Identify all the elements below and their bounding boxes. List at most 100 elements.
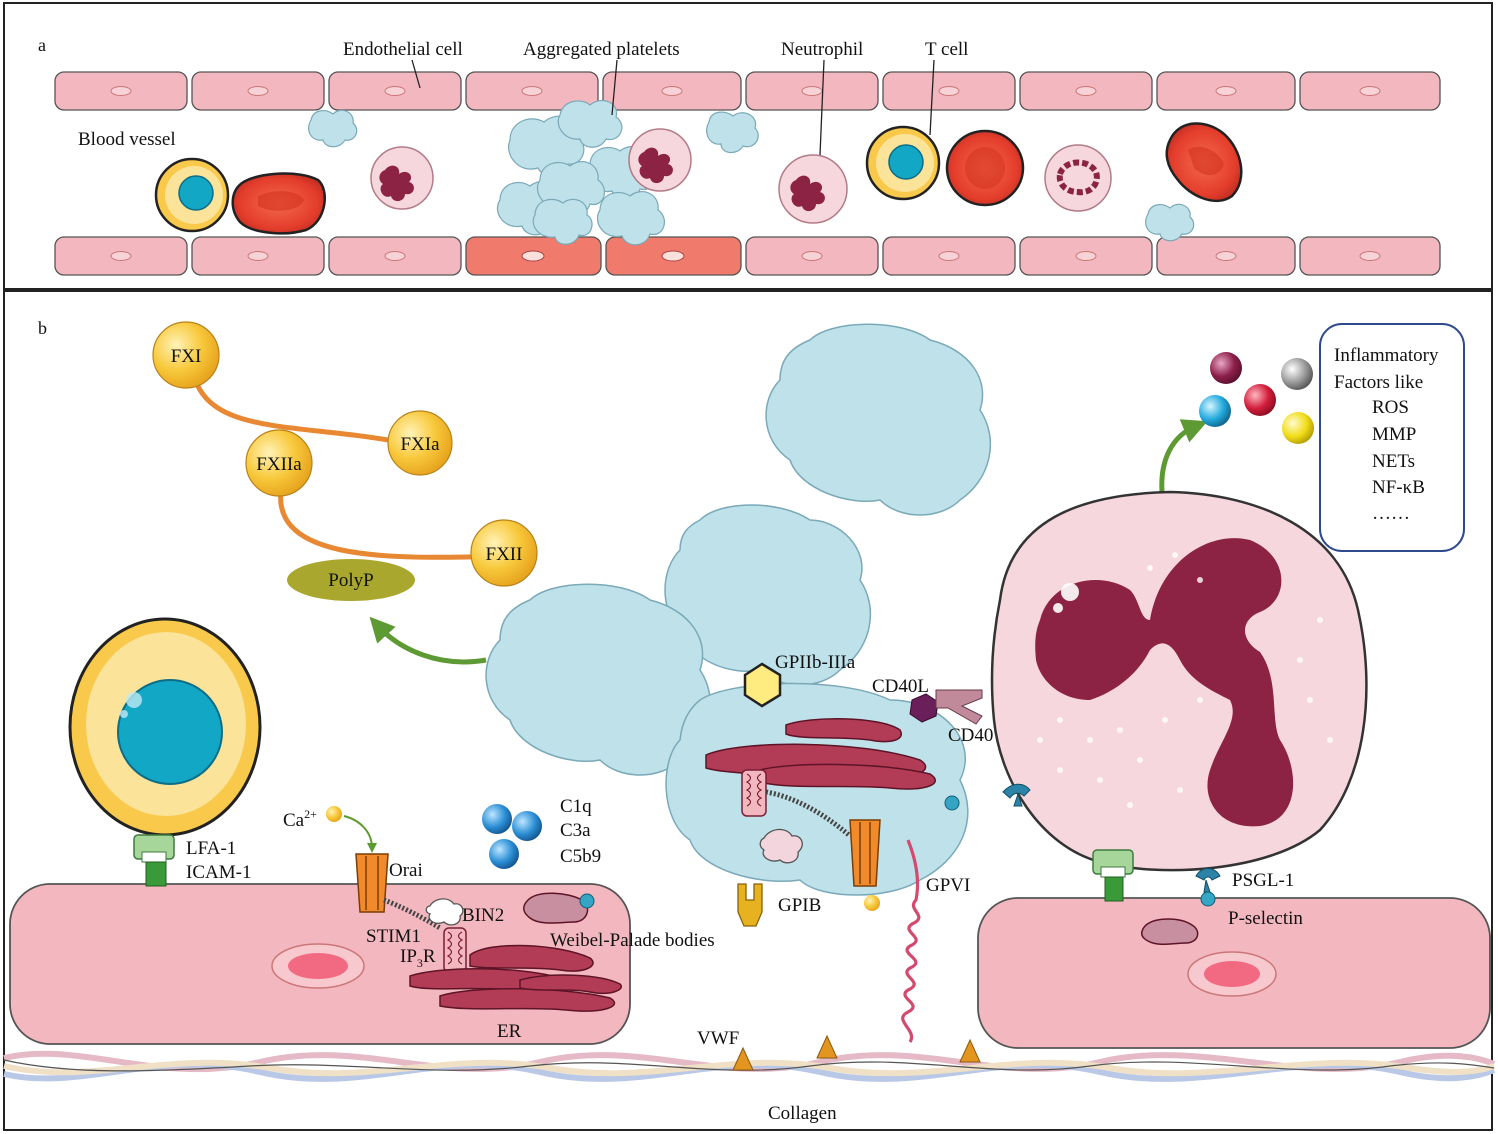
panel-a-tag: a [38, 35, 46, 55]
label-endothelial-cell: Endothelial cell [343, 39, 463, 60]
polyp-label: PolyP [328, 570, 373, 591]
fxiia-node: FXIIa [245, 429, 313, 497]
svg-text:FXII: FXII [486, 544, 523, 565]
inflammatory-molecules [1199, 352, 1314, 444]
calcium-ion-platelet [864, 895, 880, 911]
vwf-markers [732, 1034, 981, 1071]
endothelial-cell [465, 71, 599, 111]
weibel-palade-granule [579, 893, 595, 909]
endoplasmic-reticulum [409, 944, 623, 1012]
label-p-selectin: P-selectin [1228, 908, 1303, 929]
neutrophil [778, 154, 848, 224]
gpiib-iiia-receptor [743, 662, 782, 708]
label-ip3r: IP3R [400, 946, 436, 970]
label-psgl1: PSGL-1 [1232, 870, 1294, 891]
t-cell [154, 157, 230, 233]
platelet-dense-tubular-system [705, 718, 937, 790]
inflammatory-item: NF-κB [1372, 477, 1425, 498]
red-blood-cell [231, 172, 326, 235]
neutrophil-receptor [1002, 783, 1031, 807]
arrow-to-inflammatory [1159, 419, 1208, 493]
endothelial-cell [328, 236, 462, 276]
collagen-fibers [3, 1050, 1496, 1082]
platelet [706, 111, 759, 154]
cd40-receptor [935, 689, 983, 725]
label-bin2: BIN2 [462, 905, 504, 926]
platelet-ip3r [741, 769, 767, 817]
chain-fxiia-fxii [278, 479, 506, 560]
calcium-ion [326, 806, 342, 822]
label-orai: Orai [389, 860, 423, 881]
label-lfa1: LFA-1 [186, 838, 236, 859]
ip3r-channel [443, 927, 467, 973]
fxii-node: FXII [470, 519, 538, 587]
label-neutrophil: Neutrophil [781, 39, 863, 60]
psgl1-ball [944, 795, 960, 811]
aggregated-platelets [496, 100, 666, 246]
endothelial-cell [1019, 71, 1153, 111]
endothelial-cell [745, 236, 879, 276]
label-c5b9: C5b9 [560, 846, 601, 867]
endothelial-cell [882, 71, 1016, 111]
gpib-receptor [737, 883, 763, 927]
endothelial-cell [882, 236, 1016, 276]
polyp-node [287, 559, 415, 601]
label-gpvi: GPVI [926, 875, 970, 896]
endothelial-cell [191, 236, 325, 276]
svg-text:FXI: FXI [171, 346, 202, 367]
endothelium-bottom [54, 236, 1441, 276]
orai-channel [355, 853, 389, 913]
endothelial-cell-activated [465, 236, 602, 276]
panel-a: a [3, 2, 1493, 290]
panel-b-tag: b [38, 318, 47, 338]
svg-text:Factors like: Factors like [1334, 372, 1423, 393]
platelet-stim1 [765, 789, 852, 838]
svg-text:Inflammatory: Inflammatory [1334, 345, 1439, 366]
endothelial-cell [1156, 71, 1296, 111]
leader-lines-a [411, 59, 935, 156]
fxia-node: FXIa [387, 410, 453, 476]
cd40l-ligand [909, 693, 939, 723]
red-blood-cell [1165, 122, 1243, 202]
complement-complex [482, 804, 542, 869]
label-cd40l: CD40L [872, 676, 929, 697]
panel-b: b PolyP FXI FXIa FXIIa FXII [3, 290, 1496, 1131]
label-c1q: C1q [560, 796, 592, 817]
label-t-cell: T cell [925, 39, 968, 60]
coagulation-cascade: PolyP FXI FXIa FXIIa FXII [152, 321, 538, 601]
endothelial-cell [745, 71, 879, 111]
endothelial-cell-activated [605, 236, 742, 276]
label-icam1: ICAM-1 [186, 862, 251, 883]
fxi-node: FXI [152, 321, 220, 389]
t-cell [865, 125, 941, 201]
endothelial-cell [1156, 236, 1296, 276]
label-gpib: GPIB [778, 895, 821, 916]
label-er: ER [497, 1021, 522, 1042]
weibel-palade-body [523, 892, 589, 924]
endothelial-cell [1299, 71, 1441, 111]
platelet-orai [849, 819, 881, 887]
endothelial-cell [602, 71, 742, 111]
inflammatory-item: ROS [1372, 397, 1409, 418]
bin2-protein [425, 898, 464, 926]
stim1 [383, 897, 442, 931]
endothelial-cell [328, 71, 462, 111]
neutrophil [1044, 144, 1112, 212]
endothelial-cell [191, 71, 325, 111]
neutrophil [370, 146, 434, 210]
label-aggregated-platelets: Aggregated platelets [523, 39, 680, 60]
weibel-palade-body [1141, 918, 1199, 946]
selectin-receptor [1092, 849, 1134, 902]
svg-text:FXIIa: FXIIa [256, 454, 302, 475]
label-stim1: STIM1 [366, 926, 421, 947]
platelet [1145, 203, 1195, 242]
endothelial-cell [1019, 236, 1153, 276]
svg-text:FXIa: FXIa [400, 434, 440, 455]
label-weibel-palade: Weibel-Palade bodies [550, 930, 715, 951]
red-blood-cell [945, 129, 1025, 207]
endothelial-cell [54, 71, 188, 111]
calcium-arrow [343, 815, 377, 853]
endothelial-cell-right [977, 897, 1491, 1049]
endothelial-cell [1299, 236, 1441, 276]
